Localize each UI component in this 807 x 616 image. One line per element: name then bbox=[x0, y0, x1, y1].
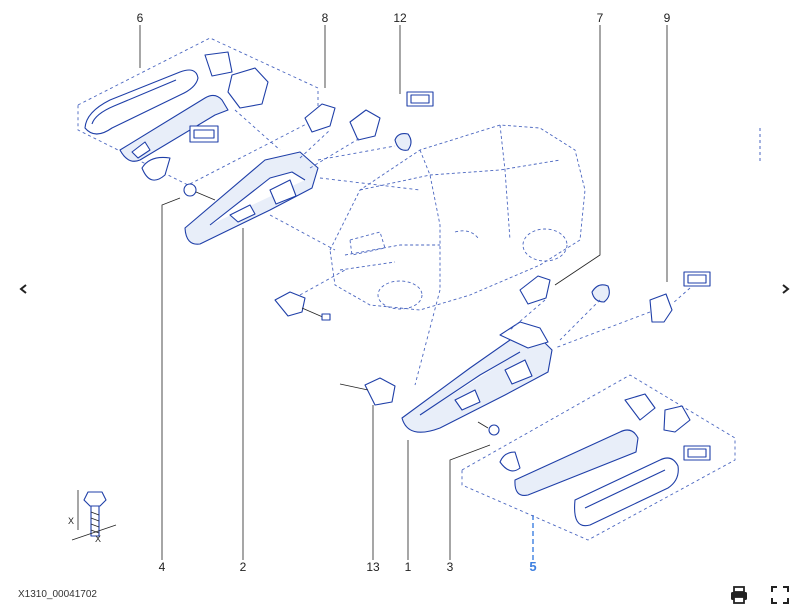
print-button[interactable] bbox=[728, 584, 750, 606]
right-handle-bracket bbox=[401, 321, 553, 436]
torque-label-x1: X bbox=[68, 516, 74, 526]
vehicle-outline bbox=[329, 124, 586, 311]
callout-8: 8 bbox=[322, 11, 329, 25]
callout-9: 9 bbox=[664, 11, 671, 25]
callout-12: 12 bbox=[393, 11, 407, 25]
fullscreen-icon bbox=[771, 586, 789, 604]
right-assembly-lines bbox=[414, 287, 691, 386]
callout-leaders bbox=[139, 25, 668, 560]
callout-1: 1 bbox=[405, 560, 412, 574]
chevron-left-icon bbox=[19, 284, 27, 294]
printer-icon bbox=[731, 586, 747, 604]
right-door-handle bbox=[499, 393, 711, 527]
callout-3: 3 bbox=[447, 560, 454, 574]
torque-label-x2: X bbox=[95, 534, 101, 544]
fullscreen-button[interactable] bbox=[769, 584, 791, 606]
callout-7: 7 bbox=[597, 11, 604, 25]
left-trim-caps bbox=[304, 91, 434, 151]
right-trim-caps bbox=[519, 271, 711, 323]
callout-numbers: 6 8 12 7 9 4 2 13 1 3 5 bbox=[137, 11, 671, 574]
callout-13: 13 bbox=[366, 560, 380, 574]
next-diagram-button[interactable] bbox=[775, 279, 795, 299]
left-lock-cylinder bbox=[274, 291, 331, 321]
callout-2: 2 bbox=[240, 560, 247, 574]
left-handle-bracket bbox=[183, 151, 319, 245]
left-assembly-lines bbox=[234, 109, 421, 296]
callout-6: 6 bbox=[137, 11, 144, 25]
left-door-handle bbox=[84, 51, 269, 181]
callout-4: 4 bbox=[159, 560, 166, 574]
right-handle-kit-outline bbox=[461, 374, 736, 541]
right-lock-cylinder bbox=[339, 377, 396, 406]
previous-diagram-button[interactable] bbox=[14, 279, 34, 299]
left-handle-kit-outline bbox=[77, 37, 319, 186]
callout-5: 5 bbox=[529, 559, 536, 574]
diagram-reference-code: X1310_00041702 bbox=[18, 589, 97, 600]
chevron-right-icon bbox=[782, 284, 790, 294]
torque-bolt-illustration: X X bbox=[68, 490, 117, 544]
